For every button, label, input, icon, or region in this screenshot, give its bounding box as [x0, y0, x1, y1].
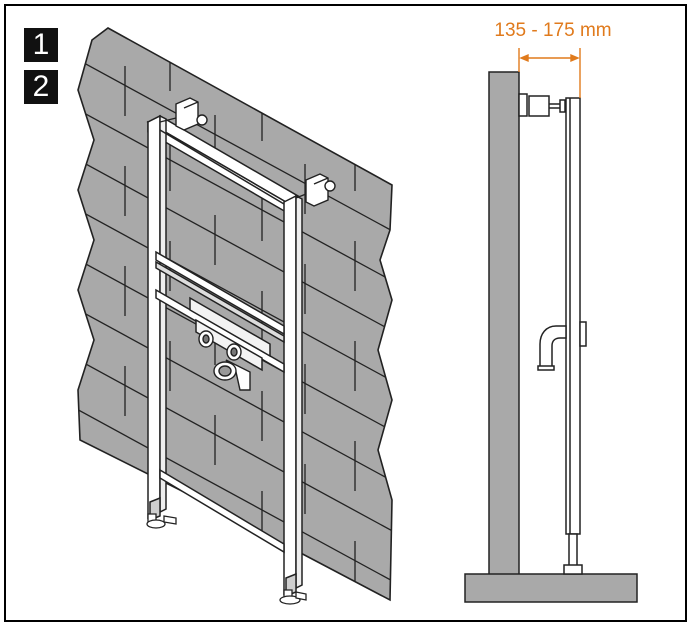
frame-left-upright — [147, 114, 161, 520]
side-view — [464, 71, 638, 603]
frame-bottom-rail — [159, 468, 285, 554]
drain-elbow-icon — [198, 330, 251, 391]
side-wall — [488, 71, 520, 577]
step-1-badge: 1 — [24, 28, 58, 62]
adjustable-foot-icon — [146, 513, 177, 529]
frame-right-upright — [283, 194, 297, 596]
wall-bracket-icon — [295, 173, 336, 207]
wall-bracket-icon — [159, 97, 208, 131]
side-frame-upright — [565, 97, 581, 535]
mounting-frame — [146, 114, 303, 598]
floor — [464, 573, 638, 603]
dimension-indicator — [518, 48, 581, 98]
step-2-badge: 2 — [24, 70, 58, 104]
adjustable-foot-icon — [279, 589, 307, 605]
fitting-plate — [189, 296, 271, 358]
frame-middle-rail — [155, 250, 285, 336]
dimension-label: 135 - 175 mm — [494, 20, 612, 41]
side-drain-elbow — [539, 325, 567, 369]
